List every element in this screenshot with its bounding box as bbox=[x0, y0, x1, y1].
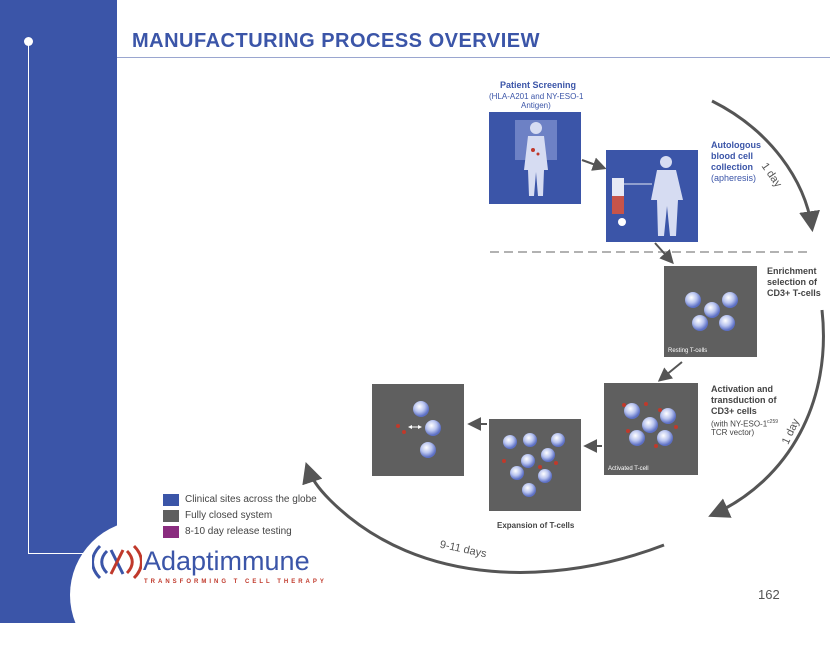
resting-caption: Resting T-cells bbox=[668, 348, 708, 354]
connector-collection-enrichment bbox=[654, 242, 674, 265]
enrichment-label-2: selection of bbox=[767, 277, 818, 287]
connector-screening-collection bbox=[581, 157, 607, 171]
collection-label-1: Autologous bbox=[711, 140, 761, 150]
legend-swatch-purple bbox=[163, 525, 179, 538]
screening-subtitle-2: Antigen) bbox=[521, 101, 551, 110]
sidebar-band bbox=[0, 0, 117, 623]
connector-enrichment-activation bbox=[657, 361, 683, 382]
duration-first: 1 day bbox=[759, 161, 785, 190]
slide-title: MANUFACTURING PROCESS OVERVIEW bbox=[132, 30, 540, 52]
legend: Clinical sites across the globe Fully cl… bbox=[163, 492, 317, 540]
activation-label-2: transduction of bbox=[711, 395, 777, 405]
sidebar-rule-vertical bbox=[28, 42, 29, 554]
legend-row-release: 8-10 day release testing bbox=[163, 524, 317, 539]
activation-label-4: (with NY-ESO-1c259 bbox=[711, 417, 778, 430]
duration-second: 1 day bbox=[780, 416, 802, 446]
title-divider bbox=[117, 57, 830, 58]
collection-label-3: collection bbox=[711, 162, 754, 172]
legend-row-closed: Fully closed system bbox=[163, 508, 317, 523]
resting-tcells-image bbox=[664, 266, 757, 357]
legend-label: 8-10 day release testing bbox=[185, 526, 292, 537]
activation-label-5: TCR vector) bbox=[711, 428, 755, 437]
apheresis-image bbox=[606, 150, 698, 242]
flow-arc-day1 bbox=[711, 99, 820, 233]
collection-label-2: blood cell bbox=[711, 151, 754, 161]
legend-label: Fully closed system bbox=[185, 510, 273, 521]
process-diagram: 1 day 1 day 9-11 days bbox=[302, 99, 825, 574]
logo-wordmark: Adaptimmune bbox=[143, 546, 310, 576]
legend-swatch-blue bbox=[163, 493, 179, 506]
patient-screening-image bbox=[489, 112, 581, 204]
expansion-tcells-image bbox=[489, 419, 581, 511]
activation-label-3: CD3+ cells bbox=[711, 406, 757, 416]
logo-tagline: TRANSFORMING T CELL THERAPY bbox=[144, 579, 327, 585]
release-testing-image bbox=[372, 384, 464, 476]
page-number: 162 bbox=[758, 587, 780, 602]
enrichment-label-3: CD3+ T-cells bbox=[767, 288, 821, 298]
flow-arc-day2 bbox=[708, 309, 825, 518]
flow-arc-days9-11 bbox=[302, 462, 665, 574]
legend-row-clinical: Clinical sites across the globe bbox=[163, 492, 317, 507]
activation-vector-text: (with NY-ESO-1 bbox=[711, 419, 768, 429]
sidebar-dot bbox=[24, 37, 33, 46]
screening-subtitle-1: (HLA-A201 and NY-ESO-1 bbox=[489, 92, 584, 101]
activated-tcell-image bbox=[604, 383, 698, 475]
legend-swatch-gray bbox=[163, 509, 179, 522]
collection-label-4: (apheresis) bbox=[711, 173, 757, 183]
activation-vector-sup: c259 bbox=[767, 419, 779, 425]
enrichment-label-1: Enrichment bbox=[767, 266, 817, 276]
duration-third: 9-11 days bbox=[439, 539, 488, 561]
activation-label-1: Activation and bbox=[711, 384, 774, 394]
screening-title: Patient Screening bbox=[500, 80, 577, 90]
expansion-label: Expansion of T-cells bbox=[497, 521, 575, 530]
activated-caption: Activated T-cell bbox=[608, 466, 649, 472]
sidebar-rule-horizontal bbox=[28, 553, 88, 554]
adaptimmune-logo-icon bbox=[92, 544, 142, 580]
legend-label: Clinical sites across the globe bbox=[185, 494, 317, 505]
